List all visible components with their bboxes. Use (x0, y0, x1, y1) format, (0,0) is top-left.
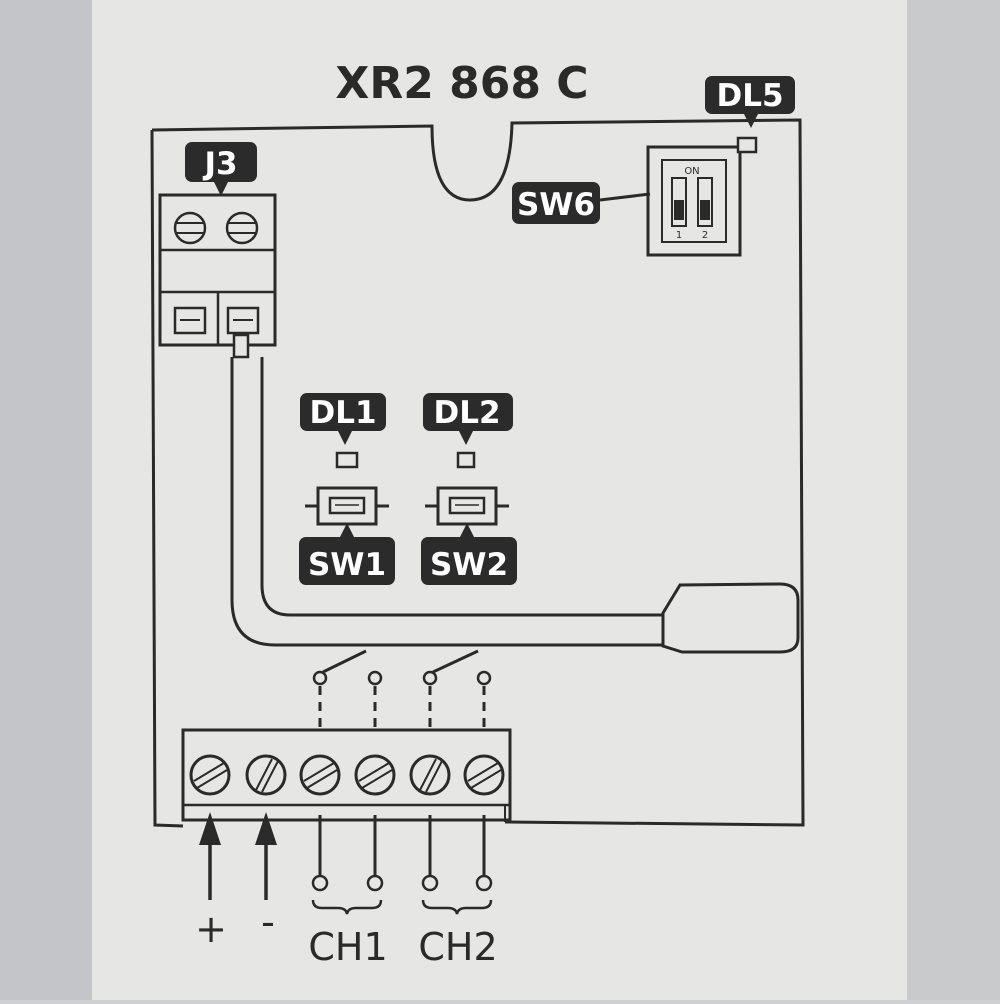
terminal-screw-2 (245, 754, 287, 796)
antenna-plug (661, 582, 800, 654)
ch1-wires (311, 815, 384, 915)
svg-text:J3: J3 (202, 146, 237, 182)
board-outline-left (150, 129, 184, 828)
sw1-label: SW1 (299, 523, 395, 585)
terminal-screw-6 (463, 754, 505, 796)
minus-label: - (261, 900, 275, 944)
dl5-led (736, 136, 758, 154)
svg-text:DL1: DL1 (309, 395, 376, 431)
terminal-screw-1 (189, 754, 231, 796)
svg-text:DL5: DL5 (716, 78, 783, 114)
ch1-brace (311, 899, 383, 915)
svg-text:SW2: SW2 (430, 547, 508, 583)
dl1-label: DL1 (300, 393, 386, 445)
dl1-led (335, 451, 359, 469)
sw1-button (305, 486, 389, 526)
relay-ch2-contact (422, 649, 492, 735)
j3-connector (158, 193, 277, 347)
ch2-brace (421, 899, 493, 915)
minus-arrow (255, 812, 277, 900)
svg-text:ON: ON (684, 166, 699, 177)
ch2-wires (421, 815, 493, 915)
relay-ch1-contact (312, 649, 383, 735)
sw6-dip-switch: ON 1 2 (646, 145, 742, 257)
sw6-label: SW6 (512, 182, 651, 224)
sw2-label: SW2 (421, 523, 517, 585)
dl2-led (456, 451, 476, 469)
ch2-label: CH2 (418, 925, 497, 969)
ch1-label: CH1 (308, 925, 387, 969)
antenna-cable (230, 333, 800, 654)
plus-arrow (199, 812, 221, 900)
board-outline (151, 118, 805, 827)
plus-label: + (195, 907, 227, 951)
dl5-label: DL5 (705, 76, 795, 128)
terminal-screw-5 (409, 754, 451, 796)
terminal-block (181, 728, 512, 822)
svg-text:1: 1 (676, 230, 682, 241)
terminal-screw-4 (354, 754, 396, 796)
terminal-screw-3 (299, 754, 341, 796)
dl2-label: DL2 (423, 393, 513, 445)
svg-text:SW1: SW1 (308, 547, 386, 583)
background-right (907, 0, 1000, 1000)
svg-text:DL2: DL2 (433, 395, 500, 431)
svg-text:2: 2 (702, 230, 708, 241)
background-left (0, 0, 92, 1000)
j3-label: J3 (185, 142, 257, 196)
svg-text:SW6: SW6 (517, 187, 595, 223)
sw2-button (425, 486, 509, 526)
diagram-title: XR2 868 C (335, 58, 588, 109)
